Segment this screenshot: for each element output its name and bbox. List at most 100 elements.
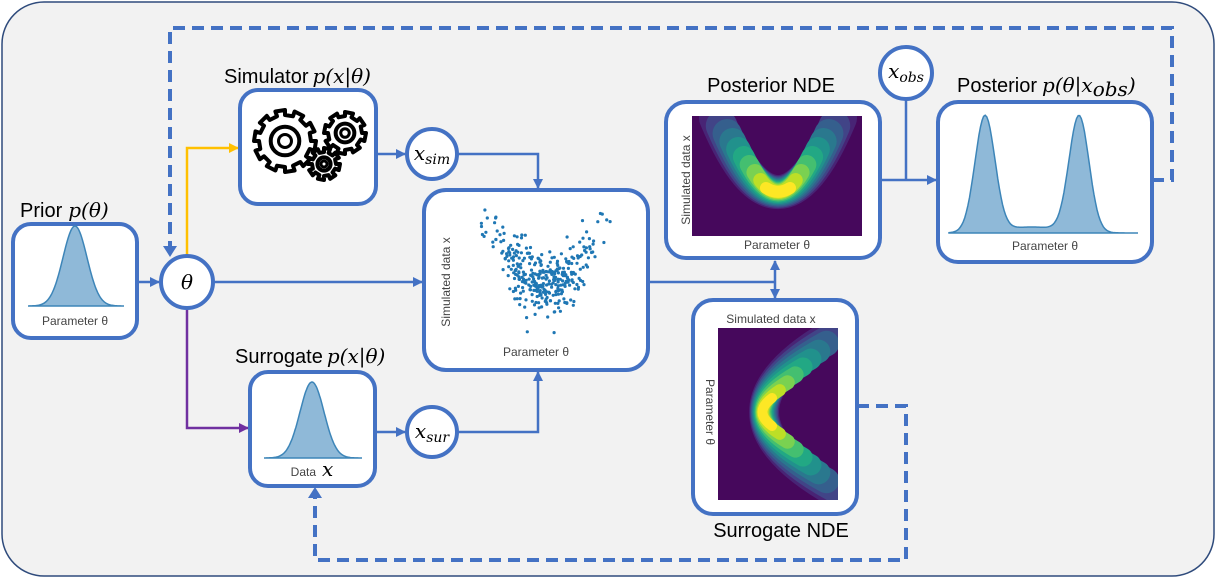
small-gear-ring (315, 155, 333, 173)
large-gear-hub (277, 133, 293, 149)
theta-node: θ (159, 254, 215, 310)
scatter-xlabel: Parameter θ (503, 345, 569, 359)
scatter-point (535, 294, 539, 299)
scatter-point (516, 264, 520, 268)
scatter-point (605, 218, 609, 222)
scatter-point (533, 312, 537, 316)
scatter-point (552, 331, 556, 335)
scatter-point (576, 256, 580, 260)
surrogate-math: p(x|θ) (327, 344, 385, 369)
scatter-point (530, 293, 534, 297)
scatter-point (591, 242, 595, 246)
scatter-point (510, 247, 515, 251)
scatter-point (507, 259, 511, 263)
scatter-point (519, 251, 524, 255)
scatter-point (557, 306, 561, 310)
x-sim-sub: sim (425, 152, 450, 168)
scatter-point (540, 305, 544, 309)
scatter-point (554, 269, 558, 273)
scatter-point (532, 288, 536, 292)
posterior-feedback-arrowhead (163, 246, 177, 257)
scatter-point (538, 290, 542, 294)
scatter-point (541, 284, 545, 289)
scatter-point (521, 286, 525, 290)
scatter-point (547, 279, 552, 283)
scatter-point (529, 268, 534, 272)
scatter-point (494, 216, 498, 220)
scatter-point (534, 281, 538, 286)
scatter-point (608, 220, 612, 224)
scatter-point (589, 250, 594, 255)
scatter-point (501, 249, 505, 253)
scatter-point (584, 246, 589, 250)
scatter-point (517, 275, 521, 279)
scatter-point (553, 301, 557, 305)
scatter-point (593, 255, 597, 259)
scatter-point (480, 232, 484, 237)
scatter-point (587, 237, 592, 241)
scatter-point (528, 245, 533, 250)
scatter-point (508, 287, 512, 291)
scatter-point (556, 280, 560, 284)
scatter-point (545, 276, 549, 280)
scatter-point (543, 299, 547, 303)
scatter-point (525, 316, 529, 320)
scatter-point (520, 233, 524, 237)
scatter-point (537, 301, 541, 305)
scatter-point (548, 299, 553, 303)
scatter-point (565, 260, 569, 264)
theta-to-surrogate-arrow (185, 308, 249, 433)
scatter-point (539, 263, 543, 267)
scatter-point (551, 293, 555, 297)
scatter-point (509, 243, 513, 247)
scatter-point (493, 221, 497, 225)
scatter-point (541, 282, 546, 286)
scatter-point (544, 273, 548, 277)
scatter-point (540, 296, 544, 300)
scatter-point (540, 253, 544, 257)
upper-gear-ring (333, 121, 357, 145)
scatter-point (523, 305, 527, 309)
scatter-point (532, 277, 536, 281)
x-sur-sub: sur (426, 430, 450, 446)
posterior-math-sub: obs (1093, 77, 1128, 101)
scatter-point (505, 252, 509, 256)
x-sim-base: x (414, 141, 425, 165)
scatter-point (556, 284, 560, 288)
scatter-point (538, 272, 542, 276)
scatter-point (586, 256, 591, 260)
surrogate-nde-title: Surrogate NDE (713, 520, 849, 542)
scatter-point (499, 240, 503, 244)
scatter-point (564, 279, 568, 283)
scatter-point (556, 271, 561, 275)
scatter-point (559, 252, 564, 256)
scatter-point (501, 225, 505, 229)
scatter-point (560, 272, 564, 276)
x-sur-base: x (415, 419, 426, 443)
scatter-points (479, 208, 612, 335)
scatter-point (513, 268, 517, 272)
scatter-point (585, 230, 589, 234)
scatter-point (537, 284, 541, 288)
xsur-to-scatter-arrow (457, 371, 543, 434)
prior-density-curve (28, 225, 124, 307)
scatter-point (514, 272, 518, 276)
posterior-contour-level (760, 182, 796, 198)
scatter-point (580, 253, 584, 257)
scatter-point (560, 290, 565, 294)
scatter-point (571, 271, 575, 276)
scatter-point (556, 301, 560, 305)
scatter-point (501, 268, 505, 272)
scatter-point (534, 300, 538, 305)
scatter-point (576, 287, 580, 291)
scatter-block: Parameter θ Simulated data x (422, 188, 650, 372)
scatter-point (549, 270, 553, 275)
scatter-point (525, 330, 529, 334)
scatter-point (519, 291, 523, 295)
small-gear (306, 146, 342, 182)
scatter-point (583, 248, 587, 253)
scatter-point (539, 293, 543, 297)
